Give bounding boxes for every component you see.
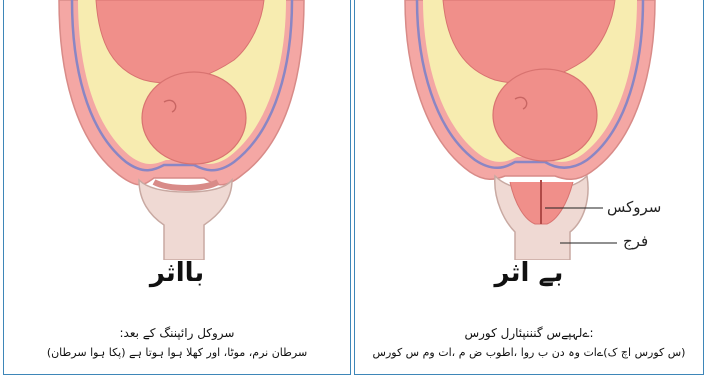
caption-ineffective-line1: :ےلہپےس گنننپئارل کورس [355, 326, 703, 340]
caption-ineffective-line2: (س کورس اچ ک)ےات وہ دن ب روا ،اطوب ض م ،… [355, 346, 703, 359]
caption-effective-line2: سرطان نرم، موٹا، اور کھلا ہوا ہوتا ہے (پ… [4, 346, 350, 359]
label-cervix: سروکس [607, 198, 661, 216]
caption-effective-line1: سروکل رائپننگ کے بعد: [4, 326, 350, 340]
panel-effective: بااثر سروکل رائپننگ کے بعد: سرطان نرم، م… [3, 0, 351, 375]
panel-ineffective: سروکس فرج بے اثر :ےلہپےس گنننپئارل کورس … [354, 0, 704, 375]
title-effective: بااثر [4, 258, 350, 288]
uterus-illustration-effective [4, 0, 351, 260]
uterus-illustration-ineffective [355, 0, 704, 260]
title-ineffective: بے اثر [355, 258, 703, 288]
label-vagina: فرج [623, 232, 648, 250]
